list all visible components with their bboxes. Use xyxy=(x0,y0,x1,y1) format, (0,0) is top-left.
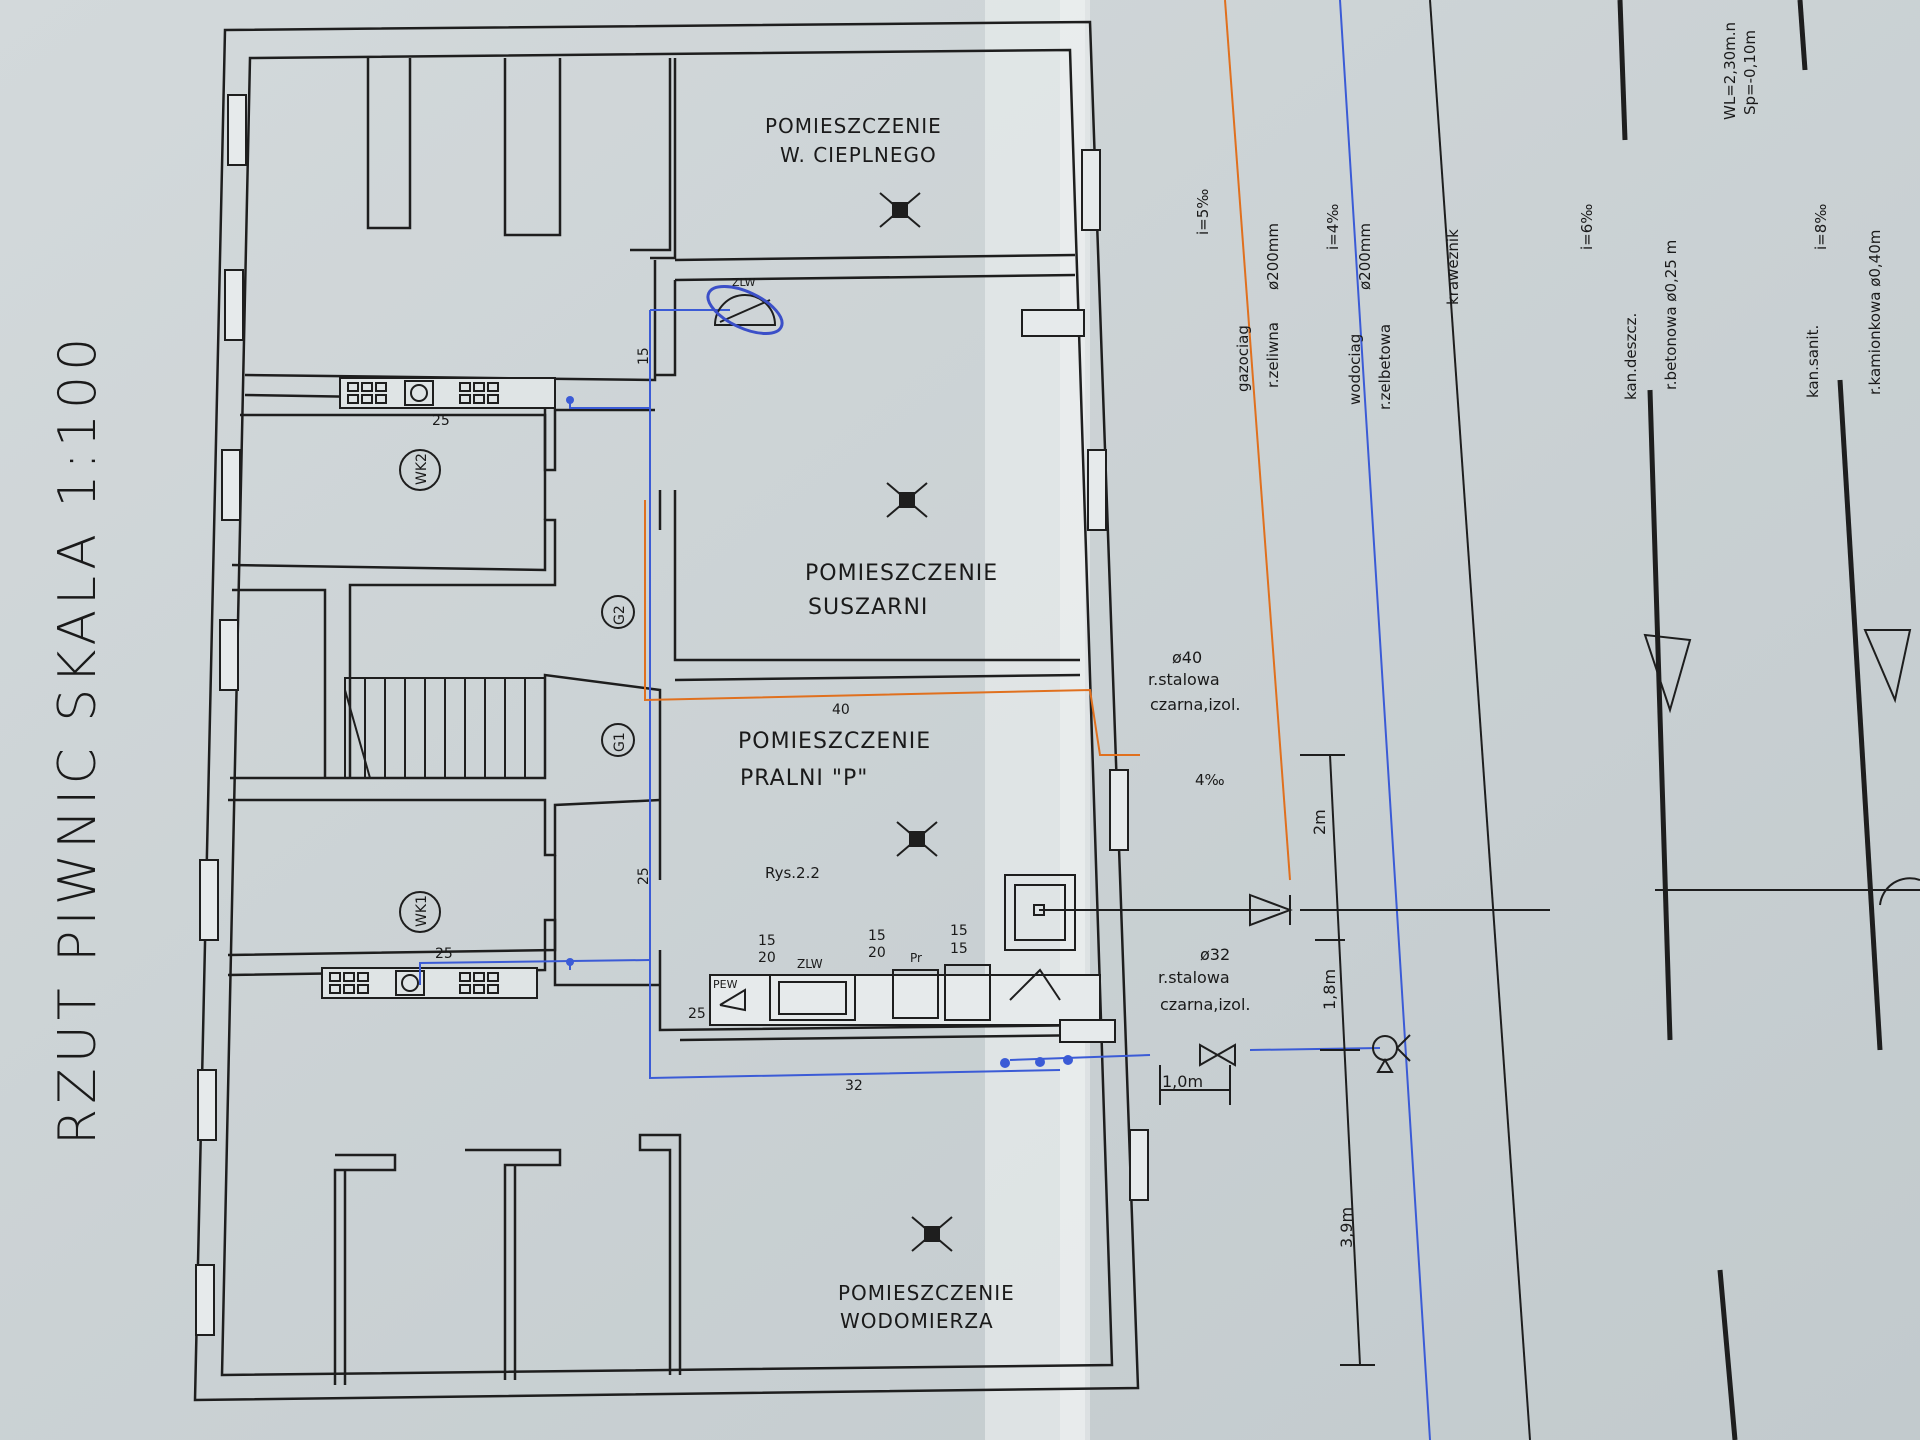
street-gaz-mat: r.zeliwna xyxy=(1264,322,1282,388)
street-sanit-mat: r.kamionkowa ø0,40m xyxy=(1866,230,1884,395)
room-suszarnia-l2: SUSZARNI xyxy=(808,595,928,620)
gas-pipe-desc: czarna,izol. xyxy=(1150,695,1241,714)
riser-g1-label: G1 xyxy=(612,732,628,752)
scribble xyxy=(706,285,784,335)
dimension-lines xyxy=(1159,754,1375,1366)
street-kraweznik: kraweznik xyxy=(1444,229,1462,305)
room-suszarnia-l1: POMIESZCZENIE xyxy=(805,561,998,586)
street-gaz-slope: i=5‰ xyxy=(1194,189,1212,235)
water-piping xyxy=(419,0,1431,1440)
rys-label: Rys.2.2 xyxy=(765,864,820,882)
room-wodomierz-l2: WODOMIERZA xyxy=(840,1309,994,1333)
fixture-label-3: 15 xyxy=(868,928,886,944)
water-pipe-dia: ø32 xyxy=(1200,945,1230,964)
dim-1-8m: 1,8m xyxy=(1320,969,1339,1010)
street-deszcz-mat: r.betonowa ø0,25 m xyxy=(1662,240,1680,390)
room-cieplny-l1: POMIESZCZENIE xyxy=(765,114,942,138)
street-sanit-slope: i=8‰ xyxy=(1812,204,1830,250)
dim-1-0m: 1,0m xyxy=(1162,1072,1203,1091)
water-points xyxy=(566,396,1073,1068)
gas-piping xyxy=(644,0,1291,881)
pipe-dim-32: 32 xyxy=(845,1078,863,1094)
pipe-dim-25b: 25 xyxy=(435,946,453,962)
gas-slope: 4‰ xyxy=(1195,771,1225,789)
staircase xyxy=(344,677,546,779)
gas-pipe-mat: r.stalowa xyxy=(1148,670,1220,689)
dim-3-9m: 3,9m xyxy=(1337,1207,1356,1248)
riser-wk2-label: WK2 xyxy=(414,453,430,485)
dim-2m: 2m xyxy=(1310,809,1329,835)
street-sanit-name: kan.sanit. xyxy=(1804,325,1822,398)
street-level-wl: WL=2,30m.n xyxy=(1721,22,1739,120)
window-marks xyxy=(195,94,1149,1336)
sink-wk1 xyxy=(401,974,419,992)
street-woda-slope: i=4‰ xyxy=(1324,204,1342,250)
pipe-dim-15: 15 xyxy=(636,347,652,365)
street-gaz-name: gazociag xyxy=(1234,325,1252,392)
outer-walls xyxy=(193,20,1140,1402)
pipe-dim-25c: 25 xyxy=(636,867,652,885)
sink-wk2 xyxy=(410,384,428,402)
valve-meter xyxy=(1199,1034,1411,1073)
pew-label: PEW xyxy=(713,978,738,991)
riser-g2-label: G2 xyxy=(612,605,628,625)
riser-markers xyxy=(399,449,635,933)
fixture-label-6: 15 xyxy=(950,941,968,957)
street-lines xyxy=(1429,0,1920,1440)
drawing-title: RZUT PIWNIC SKALA 1:100 xyxy=(48,333,108,1145)
pipe-dim-25a: 25 xyxy=(432,413,450,429)
pipe-dim-25d: 25 xyxy=(688,1006,706,1022)
fixture-label-1: 15 xyxy=(758,933,776,949)
pr-label: Pr xyxy=(910,951,922,965)
fixture-label-2: 20 xyxy=(758,950,776,966)
pipe-dim-40: 40 xyxy=(832,702,850,718)
water-pipe-mat: r.stalowa xyxy=(1158,968,1230,987)
zlw-label-laundry: ZLW xyxy=(797,957,823,971)
street-woda-name: wodociag xyxy=(1346,334,1364,405)
riser-wk1-label: WK1 xyxy=(414,895,430,927)
street-woda-mat: r.zelbetowa xyxy=(1376,324,1394,410)
fixture-label-4: 20 xyxy=(868,945,886,961)
street-deszcz-slope: i=6‰ xyxy=(1578,204,1596,250)
zlw-label-top: ZLW xyxy=(732,276,756,289)
counter-wk2 xyxy=(339,377,556,409)
room-pralnia-l2: PRALNI "P" xyxy=(740,766,868,791)
laundry-fixtures xyxy=(709,309,1116,1043)
floor-drains xyxy=(879,192,953,1252)
street-deszcz-name: kan.deszcz. xyxy=(1622,313,1640,400)
street-level-sp: Sp=-0,10m xyxy=(1741,30,1759,115)
room-pralnia-l1: POMIESZCZENIE xyxy=(738,729,931,754)
water-pipe-desc: czarna,izol. xyxy=(1160,995,1251,1014)
street-woda-dia: ø200mm xyxy=(1356,223,1374,290)
room-cieplny-l2: W. CIEPLNEGO xyxy=(780,143,937,167)
drain-line xyxy=(1039,893,1550,927)
room-wodomierz-l1: POMIESZCZENIE xyxy=(838,1281,1015,1305)
counter-wk1 xyxy=(321,967,538,999)
gas-pipe-dia: ø40 xyxy=(1172,648,1202,667)
fixture-label-5: 15 xyxy=(950,923,968,939)
street-gaz-dia: ø200mm xyxy=(1264,223,1282,290)
